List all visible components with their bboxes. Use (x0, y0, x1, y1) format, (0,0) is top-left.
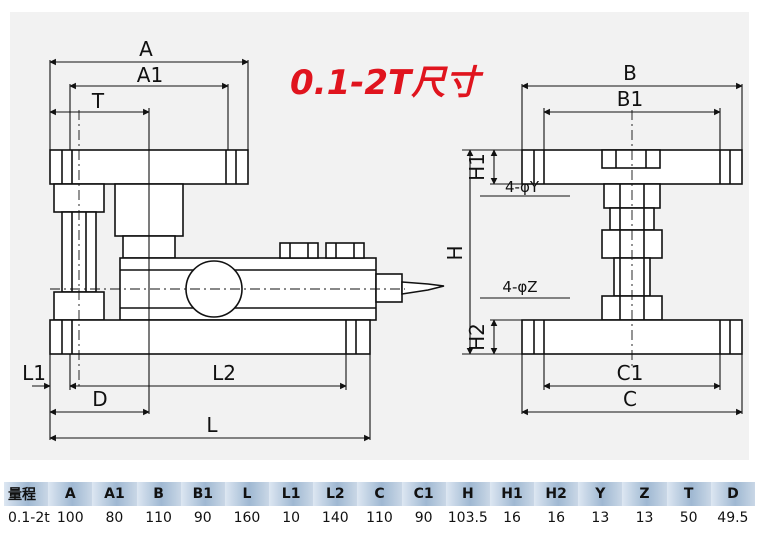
dim-label-C1: C1 (617, 361, 644, 385)
spec-header-cell: 量程 (4, 482, 49, 506)
side-dimensions (32, 58, 371, 442)
side-beam-bolt (325, 242, 365, 259)
spec-header-cell: L1 (269, 482, 314, 506)
drawing-title: 0.1-2T尺寸 (290, 63, 484, 103)
spec-value-cell: 49.5 (710, 506, 755, 530)
side-labels: A A1 T L1 L2 D L (22, 37, 236, 437)
spec-value-cell: 103.5 (445, 506, 490, 530)
spec-header-cell: A1 (92, 482, 137, 506)
spec-value-cell: 90 (180, 506, 225, 530)
side-bottom-plate (49, 319, 371, 355)
dim-label-A1: A1 (137, 63, 163, 87)
spec-value-cell: 50 (666, 506, 711, 530)
spec-value-cell: 110 (136, 506, 181, 530)
spec-header-cell: H2 (534, 482, 579, 506)
dim-label-L1: L1 (22, 361, 46, 385)
dim-label-A: A (139, 37, 153, 61)
spec-value-cell: 90 (401, 506, 446, 530)
side-beam-bolt (279, 242, 319, 259)
spec-value-cell: 10 (269, 506, 314, 530)
spec-header-cell: L (224, 482, 270, 506)
spec-value-cell: 13 (622, 506, 667, 530)
dim-label-D: D (92, 387, 107, 411)
spec-header-cell: C1 (401, 482, 446, 506)
dim-label-B1: B1 (617, 87, 643, 111)
spec-value-cell: 140 (313, 506, 358, 530)
spec-header-cell: L2 (313, 482, 358, 506)
spec-value-cell: 80 (92, 506, 137, 530)
spec-value-cell: 100 (48, 506, 93, 530)
dim-label-L: L (206, 413, 218, 437)
spec-value-cell: 0.1-2t (4, 506, 50, 530)
spec-value-cell: 16 (489, 506, 535, 530)
spec-header-cell: B1 (180, 482, 225, 506)
dim-label-H2: H2 (465, 323, 489, 351)
dim-label-B: B (623, 61, 637, 85)
end-view (521, 110, 743, 370)
dim-label-H: H (443, 245, 467, 260)
spec-value-cell: 110 (357, 506, 402, 530)
spec-value-cell: 13 (578, 506, 623, 530)
spec-header-cell: T (666, 482, 711, 506)
spec-header-cell: Y (578, 482, 623, 506)
dim-label-Z: 4-φZ (502, 278, 537, 296)
dim-label-Y: 4-φY (505, 178, 540, 196)
dim-label-L2: L2 (212, 361, 236, 385)
spec-header-cell: A (48, 482, 93, 506)
spec-header-cell: D (710, 482, 755, 506)
end-dimensions (462, 82, 743, 416)
spec-header-cell: B (136, 482, 181, 506)
dim-label-C: C (623, 387, 637, 411)
spec-value-cell: 160 (224, 506, 270, 530)
spec-header-cell: H1 (489, 482, 535, 506)
spec-header-cell: C (357, 482, 402, 506)
side-cable-gland (375, 273, 403, 303)
end-labels: B B1 H1 4-φY H 4-φZ H2 C1 C (443, 61, 643, 411)
dim-label-T: T (91, 89, 105, 113)
dim-label-H1: H1 (465, 153, 489, 181)
spec-header-cell: H (445, 482, 490, 506)
spec-value-cell: 16 (534, 506, 579, 530)
dimension-drawing: A A1 T L1 L2 D L 0.1-2T尺寸 (10, 12, 749, 460)
spec-header-cell: Z (622, 482, 667, 506)
